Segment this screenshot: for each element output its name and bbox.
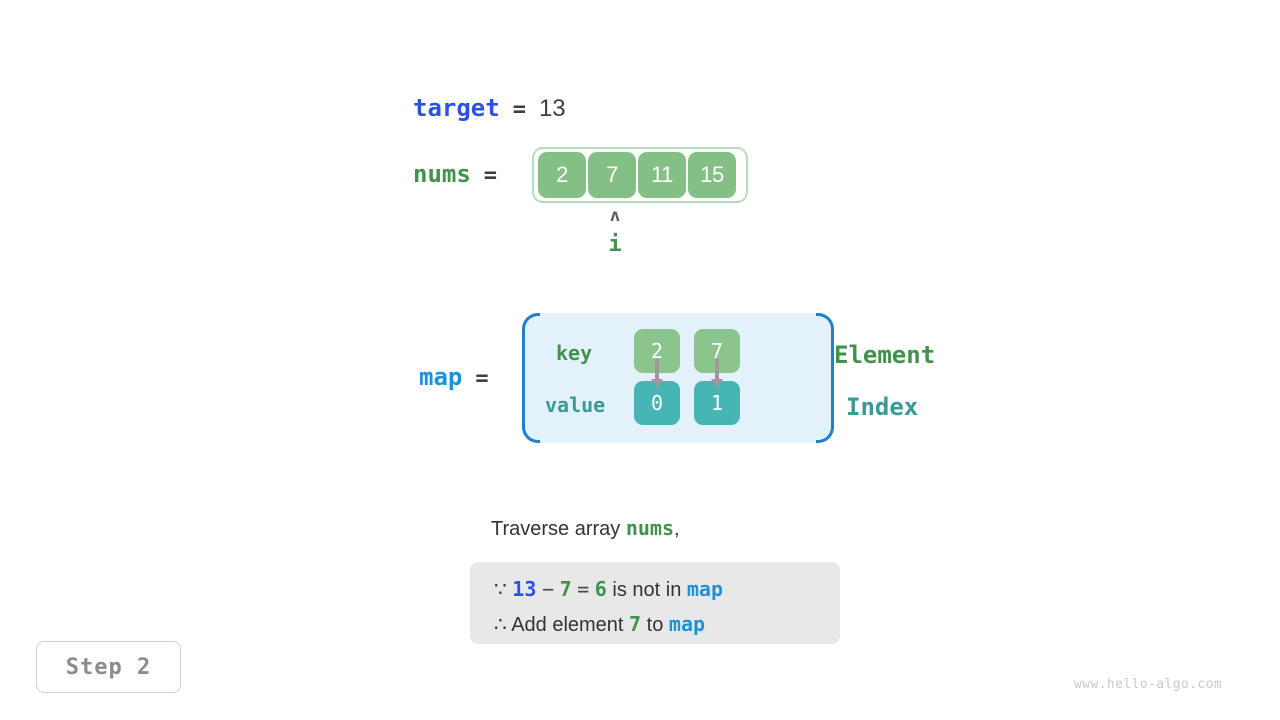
array-cell: 15 — [688, 152, 736, 198]
array-cell: 11 — [638, 152, 686, 198]
conclusion-box: ∵ 13 − 7 = 6 is not in map ∴ Add element… — [470, 562, 840, 644]
conclusion-minus-operator: − — [541, 577, 554, 601]
conclusion-target-value: 13 — [512, 577, 537, 601]
conclusion-line2-text-middle: to — [646, 614, 664, 636]
caption-nums-highlight: nums — [625, 516, 675, 540]
conclusion-line-2: ∴ Add element 7 to map — [494, 607, 816, 642]
conclusion-line-1: ∵ 13 − 7 = 6 is not in map — [494, 572, 816, 607]
conclusion-line1-text: is not in — [612, 579, 682, 601]
map-key-row-label: key — [556, 341, 593, 365]
map-entry-column: 7 1 — [694, 329, 740, 425]
target-variable-name: target — [413, 94, 500, 122]
nums-array-container: 2 7 11 15 — [532, 147, 748, 203]
nums-variable-name: nums — [413, 160, 471, 188]
step-badge: Step 2 — [36, 641, 181, 693]
key-to-value-arrow-icon — [711, 359, 723, 388]
key-to-value-arrow-icon — [651, 359, 663, 388]
map-element-side-label: Element — [834, 341, 936, 369]
map-variable-name: map — [419, 363, 463, 391]
map-index-side-label: Index — [846, 393, 919, 421]
array-cell: 7 — [588, 152, 636, 198]
watermark: www.hello-algo.com — [1074, 677, 1223, 692]
target-declaration: target = 13 — [413, 94, 566, 123]
map-value-cell: 1 — [694, 381, 740, 425]
map-bracket-right — [816, 313, 834, 443]
conclusion-added-element: 7 — [629, 612, 642, 636]
map-equals-sign: = — [475, 366, 489, 391]
conclusion-map-reference: map — [668, 612, 706, 636]
map-key-cell: 7 — [694, 329, 740, 373]
map-declaration: map = — [419, 363, 489, 391]
nums-declaration: nums = — [413, 160, 497, 188]
conclusion-difference: 6 — [594, 577, 607, 601]
map-bracket-left — [522, 313, 540, 443]
conclusion-line2-text-before: Add element — [511, 614, 624, 636]
map-value-cell: 0 — [634, 381, 680, 425]
caption-prefix: Traverse array — [491, 518, 626, 540]
target-equals-sign: = — [512, 97, 526, 122]
conclusion-current-element: 7 — [559, 577, 572, 601]
map-entry-column: 2 0 — [634, 329, 680, 425]
map-value-row-label: value — [545, 393, 606, 417]
index-pointer-caret-icon: ʌ — [609, 206, 621, 226]
therefore-symbol-icon: ∴ — [494, 614, 507, 636]
caption-suffix: , — [674, 518, 680, 540]
conclusion-equals-operator: = — [577, 577, 590, 601]
array-cell: 2 — [538, 152, 586, 198]
conclusion-map-reference: map — [686, 577, 724, 601]
nums-equals-sign: = — [483, 163, 498, 188]
target-value: 13 — [538, 95, 566, 122]
because-symbol-icon: ∵ — [494, 579, 507, 601]
caption-text: Traverse array nums, — [491, 516, 680, 541]
index-pointer-label: i — [608, 232, 622, 257]
